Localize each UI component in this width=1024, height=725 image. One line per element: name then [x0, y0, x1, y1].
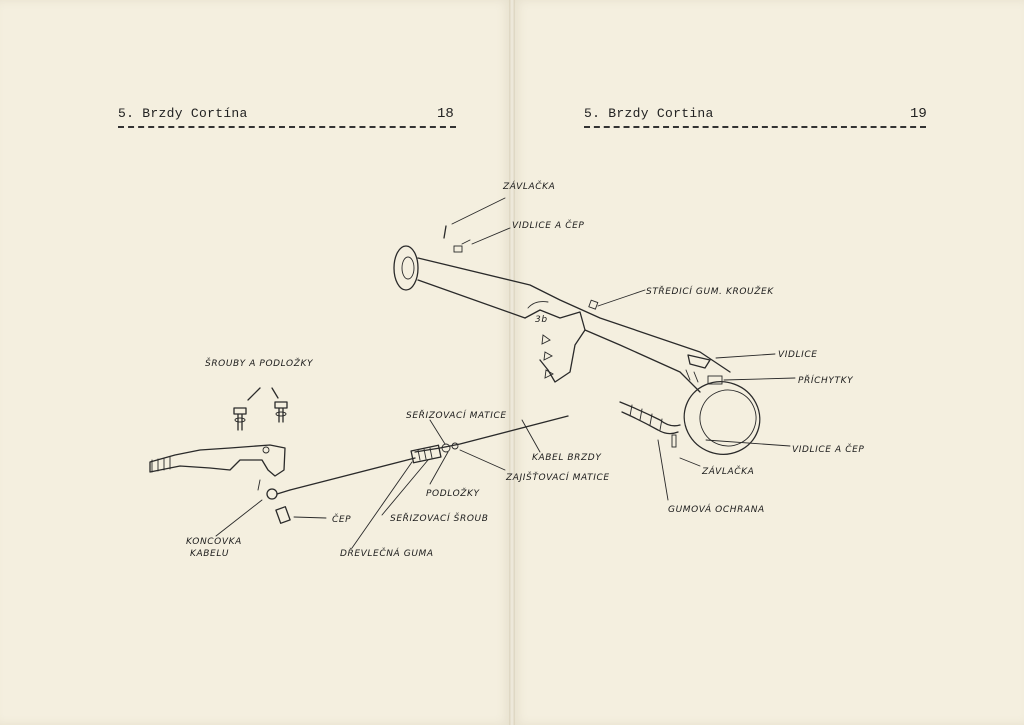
adjuster-nut — [441, 443, 451, 453]
label-prichytky: PŘÍCHYTKY — [798, 374, 854, 386]
label-koncovka-line2: KABELU — [190, 549, 229, 559]
leader-prichytky — [723, 377, 796, 381]
cable-eye — [266, 488, 278, 500]
housing-lower-edge — [584, 329, 701, 393]
leader-serizovaci-sroub — [381, 459, 429, 516]
label-srouby-a-podlozky: ŠROUBY A PODLOŽKY — [205, 357, 314, 369]
lock-washer — [451, 442, 459, 450]
lever-grip-lines — [151, 456, 171, 473]
label-serizovaci-matice: SEŘIZOVACÍ MATICE — [406, 409, 507, 421]
bracket-detail-2 — [543, 351, 553, 361]
leader-zajistovaci — [459, 449, 506, 471]
label-vidlice-a-cep-right: VIDLICE A ČEP — [792, 443, 864, 455]
brake-cable-right — [414, 415, 569, 453]
left-page-number: 18 — [437, 106, 454, 122]
bolts-and-washers — [233, 387, 288, 431]
leader-koncovka — [215, 499, 263, 537]
label-zavlacka-top: ZÁVLAČKA — [502, 180, 555, 192]
label-vidlice: VIDLICE — [778, 350, 818, 360]
left-page — [0, 0, 512, 725]
leader-podlozky — [429, 451, 449, 485]
label-podlozky: PODLOŽKY — [426, 487, 481, 499]
split-pin-top — [443, 225, 447, 239]
leader-vidlice — [715, 353, 776, 359]
yoke-pin-top — [453, 245, 463, 253]
washer-1 — [234, 417, 246, 423]
housing-detail — [527, 301, 549, 309]
left-header-rule — [118, 126, 456, 128]
drum-inner — [699, 389, 757, 447]
bolt-2 — [274, 401, 288, 423]
rubber-boot-top — [619, 401, 681, 427]
bracket-detail-1 — [541, 334, 551, 345]
lever-pivot — [262, 446, 270, 454]
center-housing — [524, 309, 586, 383]
right-page — [512, 0, 1024, 725]
label-dravlecna-guma: DŘEVLEČNÁ GUMA — [340, 547, 434, 559]
yoke-part — [687, 354, 711, 369]
label-gumova-ochrana: GUMOVÁ OCHRANA — [668, 503, 765, 515]
boot-ribs — [629, 404, 663, 431]
leader-stredici — [597, 289, 646, 307]
label-stredici: STŘEDICÍ GUM. KROUŽEK — [646, 285, 774, 297]
yoke-pin-shaft — [461, 239, 471, 245]
leader-gumova — [657, 439, 669, 501]
leader-vidlice-cep-right — [705, 439, 791, 447]
drum-pin — [671, 434, 677, 448]
washer-2 — [275, 411, 287, 417]
left-page-header: 5. Brzdy Cortína — [118, 106, 248, 121]
brake-cable-left — [289, 457, 416, 491]
label-zavlacka-right: ZÁVLAČKA — [701, 465, 754, 477]
handbrake-lever — [149, 444, 286, 491]
right-page-header: 5. Brzdy Cortina — [584, 106, 714, 121]
clip-block — [707, 375, 723, 385]
label-cep: ČEP — [332, 513, 351, 525]
leader-serizovaci-matice — [429, 419, 446, 445]
adjuster-sleeve — [410, 444, 442, 464]
rubber-boot-bottom — [621, 411, 679, 435]
leader-cep — [293, 516, 327, 519]
lever-tab — [257, 479, 261, 491]
leader-lines — [215, 197, 796, 549]
label-vidlice-a-cep-top: VIDLICE A ČEP — [512, 219, 584, 231]
book-spine — [509, 0, 515, 725]
axle-tube — [393, 245, 761, 455]
cable-end-parts — [266, 488, 291, 524]
leader-vidlice-cep-top — [471, 227, 511, 245]
clip-marks — [685, 369, 699, 383]
tube-bottom-edge-left — [417, 279, 526, 319]
right-page-number: 19 — [910, 106, 927, 122]
centering-ring-mark — [588, 299, 599, 310]
right-header-rule — [584, 126, 926, 128]
label-kabel-brzdy: KABEL BRZDY — [532, 453, 602, 463]
label-3b: 3b — [535, 315, 548, 325]
leader-dravlecna — [351, 461, 413, 549]
label-zajistovaci-matice: ZAJIŠŤOVACÍ MATICE — [505, 471, 610, 483]
adjuster-threads — [417, 447, 433, 461]
left-flange — [393, 245, 419, 291]
right-brake-drum — [683, 381, 761, 455]
left-flange-hub — [401, 256, 415, 280]
bracket-detail-3 — [544, 369, 554, 379]
clevis-pin — [275, 506, 291, 524]
leader-zavlacka-right — [679, 457, 701, 467]
leader-kabel — [521, 419, 541, 453]
tube-top-edge — [417, 257, 731, 373]
cable-end-stem — [276, 489, 291, 495]
label-serizovaci-sroub: SEŘIZOVACÍ ŠROUB — [390, 512, 488, 524]
lever-body — [149, 444, 286, 477]
leader-zavlacka-top — [451, 197, 506, 225]
label-koncovka-line1: KONCOVKA — [186, 537, 242, 547]
arrows-bolts — [247, 387, 279, 401]
